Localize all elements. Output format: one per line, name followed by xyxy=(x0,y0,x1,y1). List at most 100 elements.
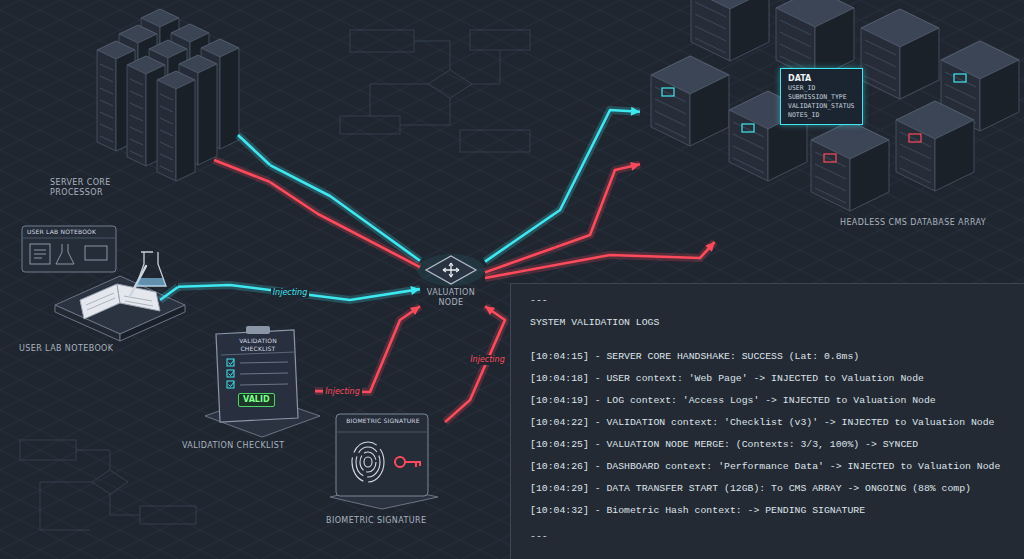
connector-line xyxy=(485,110,640,262)
server-rack xyxy=(157,71,195,181)
node-label: VALUATION NODE xyxy=(420,288,482,308)
db-server xyxy=(861,9,939,99)
valuation-node: VALUATION NODE xyxy=(420,255,485,313)
arrow-head xyxy=(705,242,714,252)
hub-diamond xyxy=(426,256,476,284)
beaker xyxy=(136,252,166,286)
db-server xyxy=(691,0,769,61)
connector xyxy=(485,107,640,262)
floating-panel xyxy=(22,226,116,272)
edge-label: Injecting xyxy=(323,387,361,397)
biometric-station xyxy=(330,414,438,509)
database-array: HEADLESS CMS DATABASE ARRAY DATAUSER_IDSU… xyxy=(640,2,1010,242)
wire xyxy=(238,135,270,165)
status-stamp: VALID xyxy=(238,393,275,407)
sketch-line xyxy=(370,84,428,116)
biometric-panel xyxy=(336,414,428,496)
db-server xyxy=(651,56,729,146)
server-icon xyxy=(909,134,921,142)
wire xyxy=(214,160,270,182)
book-page xyxy=(80,284,120,319)
hub-glow xyxy=(417,254,485,286)
node-label: HEADLESS CMS DATABASE ARRAY xyxy=(840,218,986,228)
field-name: USER_ID xyxy=(788,84,855,93)
clipboard xyxy=(216,330,298,422)
node-label: BIOMETRIC SIGNATURE xyxy=(326,516,426,526)
wire-glow xyxy=(160,287,178,300)
db-server xyxy=(896,101,974,191)
sketch-line xyxy=(472,50,500,84)
book-lines xyxy=(86,293,153,310)
connector xyxy=(270,182,420,267)
book-page xyxy=(117,284,160,311)
edge-label: Injecting xyxy=(271,288,309,298)
database-servers xyxy=(651,0,1019,211)
sketch-box xyxy=(20,440,76,460)
node-label: USER LAB NOTEBOOK xyxy=(19,344,113,354)
checkmark xyxy=(229,360,235,365)
edge-label: Injecting xyxy=(468,355,506,365)
hub-icon xyxy=(443,263,459,277)
wire-glow xyxy=(238,135,270,165)
connector-line xyxy=(270,165,420,261)
log-line: [10:04:19] - LOG context: 'Access Logs' … xyxy=(530,390,1012,412)
sketch-diamond xyxy=(428,70,472,98)
db-server xyxy=(811,121,889,211)
wire-glow xyxy=(214,160,270,182)
connector-line xyxy=(178,285,420,300)
checklist-station: VALIDATION CHECKLIST VALID VALIDATION CHEC… xyxy=(180,325,315,455)
fingerprint-ridge xyxy=(352,442,384,482)
server-icon xyxy=(742,124,754,132)
sketch-box xyxy=(350,30,414,52)
connector-line xyxy=(485,242,715,278)
server-icon xyxy=(954,74,966,82)
panel-icon xyxy=(56,244,74,264)
fingerprint xyxy=(352,442,384,482)
panel-heading: VALIDATION CHECKLIST xyxy=(224,337,292,352)
arrow-head xyxy=(410,286,420,295)
field-name: VALIDATION_STATUS xyxy=(788,102,855,111)
sketch-box xyxy=(460,130,530,152)
connector-glow xyxy=(178,285,420,300)
connector-glow xyxy=(270,182,420,267)
checklist-line xyxy=(240,373,288,374)
log-line: [10:04:22] - VALIDATION context: 'Checkl… xyxy=(530,412,1012,434)
connector-glow xyxy=(270,165,420,261)
sketch-diamond xyxy=(92,470,128,494)
log-separator: --- xyxy=(530,530,1012,544)
valuation-hub xyxy=(417,254,485,286)
log-line: [10:04:18] - USER context: 'Web Page' ->… xyxy=(530,368,1012,390)
arrow-head xyxy=(630,162,640,171)
connector xyxy=(315,306,420,392)
sketch-line xyxy=(76,450,110,470)
fingerprint-ridge xyxy=(360,452,376,472)
sketch-box xyxy=(470,30,530,50)
log-line: [10:04:32] - Biometric Hash context: -> … xyxy=(530,500,1012,522)
sketch-line xyxy=(110,494,140,515)
connector xyxy=(485,242,715,278)
log-heading: SYSTEM VALIDATION LOGS xyxy=(530,316,1012,330)
panel-divider xyxy=(22,238,116,239)
sketch-line xyxy=(414,41,450,70)
node-label: VALIDATION CHECKLIST xyxy=(182,441,284,451)
faint-flowchart xyxy=(20,30,530,530)
fingerprint-ridge xyxy=(364,457,372,467)
notebook-station: USER LAB NOTEBOOKUSER LAB NOTEBOOK xyxy=(15,222,178,357)
checkbox xyxy=(227,381,234,388)
server-racks xyxy=(97,9,270,182)
notebook-station xyxy=(22,226,185,341)
connector xyxy=(178,285,420,300)
field-name: SUBMISSION_TYPE xyxy=(788,93,855,102)
checklist-line xyxy=(240,362,288,363)
clipboard-clip xyxy=(246,326,270,334)
log-line: [10:04:29] - DATA TRANSFER START (12GB):… xyxy=(530,478,1012,500)
arrow-head xyxy=(631,107,640,116)
data-panel: DATAUSER_IDSUBMISSION_TYPEVALIDATION_STA… xyxy=(780,68,863,125)
sketch-line xyxy=(400,98,450,125)
hub-icon xyxy=(443,263,459,277)
checkmark xyxy=(229,382,235,387)
server-icon xyxy=(662,88,674,96)
